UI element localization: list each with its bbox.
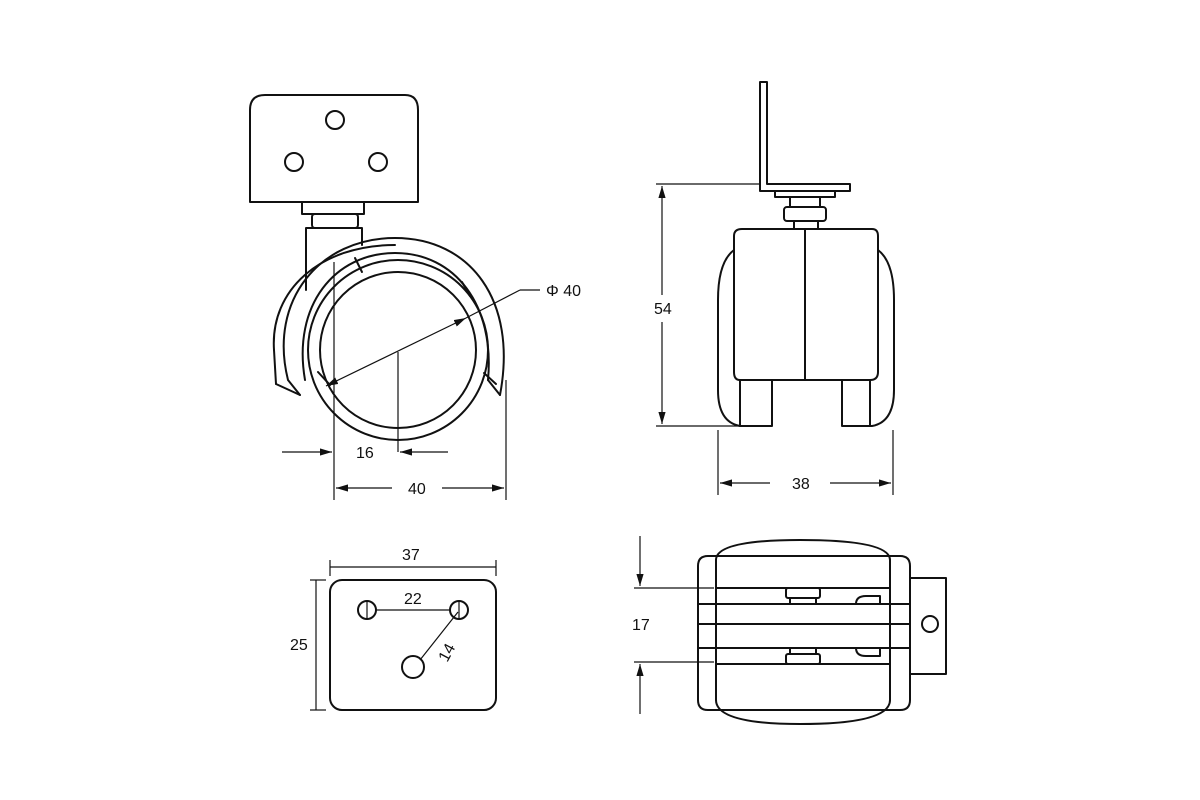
- swivel-neck: [301, 201, 365, 215]
- plate-hole-top: [325, 110, 345, 130]
- bottom-wheel-bottom: [715, 663, 891, 725]
- side-view: Φ 40 16 40: [249, 94, 581, 500]
- height-54-label: 54: [654, 301, 672, 318]
- tab-hole: [921, 615, 939, 633]
- plate-outline: [329, 579, 497, 711]
- plate-view: 22 14 37 25: [290, 547, 497, 711]
- bottom-wheel-top: [715, 539, 891, 589]
- diameter-line: [325, 317, 467, 387]
- width-38-label: 38: [792, 476, 810, 493]
- bottom-body: [697, 555, 911, 711]
- l-bracket: [759, 81, 851, 192]
- spacing-14-label: 14: [436, 641, 459, 665]
- plate-hole-left: [284, 152, 304, 172]
- gap-17-label: 17: [632, 617, 650, 634]
- bottom-tab: [909, 577, 947, 675]
- front-wheel-right: [841, 249, 895, 427]
- front-view: 54 38: [654, 81, 895, 495]
- plate-25-label: 25: [290, 637, 308, 654]
- front-wheel-left: [717, 249, 773, 427]
- front-stem: [789, 196, 821, 208]
- diameter-label: Φ 40: [546, 283, 581, 300]
- hood-outer: [282, 237, 505, 396]
- hole-bottom: [401, 655, 425, 679]
- plate-hole-right: [368, 152, 388, 172]
- mount-plate: [249, 94, 419, 203]
- width-40-label: 40: [408, 481, 426, 498]
- offset-label: 16: [356, 445, 374, 462]
- bottom-view: 17: [632, 536, 947, 725]
- spacing-22-label: 22: [404, 591, 422, 608]
- plate-37-label: 37: [402, 547, 420, 564]
- swivel-bearing: [311, 213, 359, 229]
- front-bearing: [783, 206, 827, 222]
